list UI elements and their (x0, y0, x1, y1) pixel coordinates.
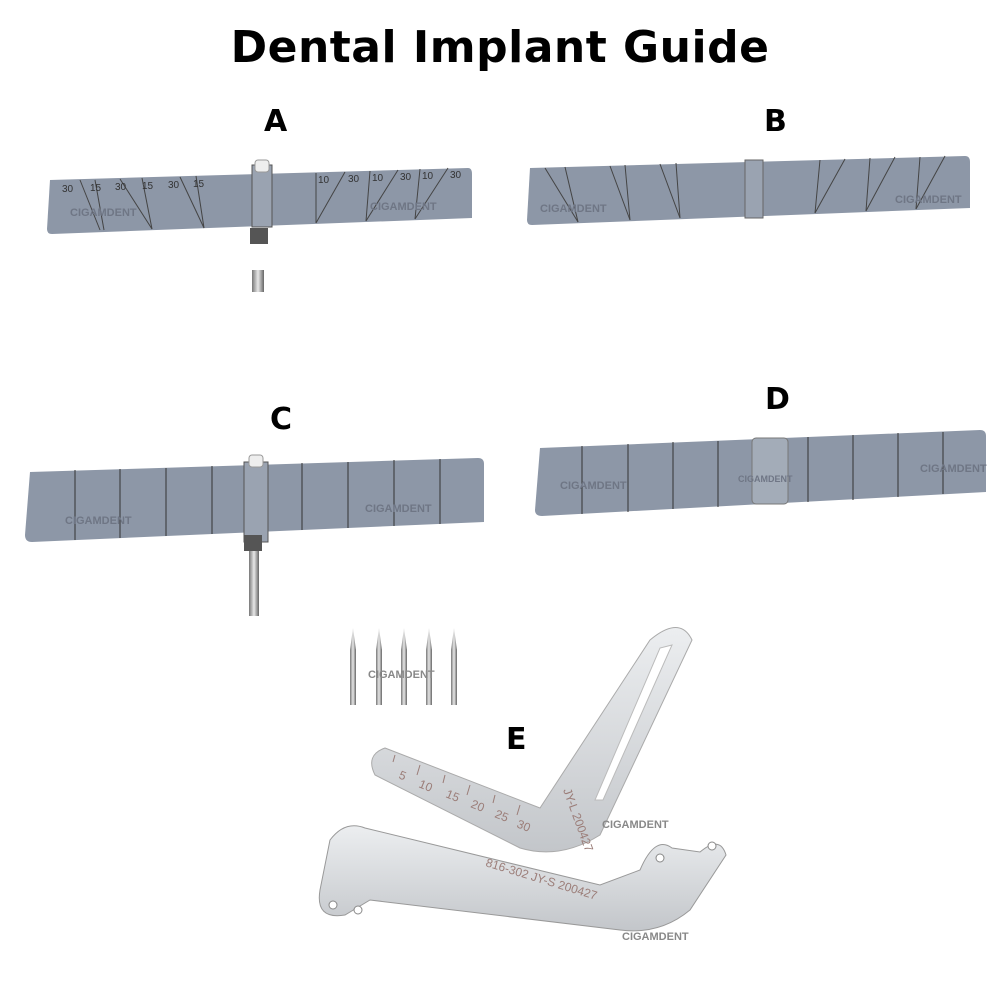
label-b: B (764, 104, 787, 139)
watermark: CIGAMDENT (895, 194, 962, 206)
watermark: CIGAMDENT (540, 203, 607, 215)
scale-label: 10 (417, 777, 435, 795)
angle-mark: 30 (348, 174, 360, 185)
angle-mark: 30 (115, 182, 127, 193)
angle-mark: 30 (450, 170, 462, 181)
scale-label: 25 (493, 807, 511, 825)
scale-label: 20 (469, 797, 487, 815)
angle-mark: 10 (372, 173, 384, 184)
parallel-guide-d: CIGAMDENT CIGAMDENT CIGAMDENT (535, 430, 987, 516)
watermark: CIGAMDENT (602, 819, 669, 831)
scale-label: 15 (444, 787, 462, 805)
watermark: CIGAMDENT (65, 515, 132, 527)
angle-mark: 30 (168, 180, 180, 191)
scale-label: 5 (397, 768, 409, 784)
angle-mark: 15 (142, 181, 154, 192)
watermark: CIGAMDENT (365, 503, 432, 515)
angled-guide-b: CIGAMDENT CIGAMDENT (527, 155, 970, 225)
angle-mark: 30 (400, 172, 412, 183)
watermark: CIGAMDENT (368, 669, 435, 681)
watermark: CIGAMDENT (560, 480, 627, 492)
guide-pin (249, 540, 259, 616)
watermark: CIGAMDENT (622, 931, 689, 943)
angle-mark: 10 (422, 171, 434, 182)
label-e: E (506, 722, 527, 757)
label-d: D (765, 382, 790, 417)
angle-mark: 10 (318, 175, 330, 186)
guide-pins: CIGAMDENT (350, 628, 457, 705)
page-title: Dental Implant Guide (230, 22, 770, 73)
watermark: CIGAMDENT (370, 201, 437, 213)
angle-mark: 15 (193, 179, 205, 190)
angle-mark: 15 (90, 183, 102, 194)
measuring-gauge-e: 5 10 15 20 25 30 JY-L 200427 CIGAMDENT 8… (318, 627, 727, 943)
angled-guide-a: 30 15 30 15 30 15 10 30 10 30 10 30 CIGA… (47, 159, 472, 292)
scale-label: 30 (515, 817, 533, 835)
label-a: A (264, 104, 288, 139)
label-c: C (270, 402, 293, 437)
watermark: CIGAMDENT (920, 463, 987, 475)
watermark: CIGAMDENT (738, 474, 793, 484)
parallel-guide-c: CIGAMDENT CIGAMDENT (25, 454, 484, 616)
watermark: CIGAMDENT (70, 207, 137, 219)
angle-mark: 30 (62, 184, 74, 195)
guide-pin (252, 270, 264, 292)
